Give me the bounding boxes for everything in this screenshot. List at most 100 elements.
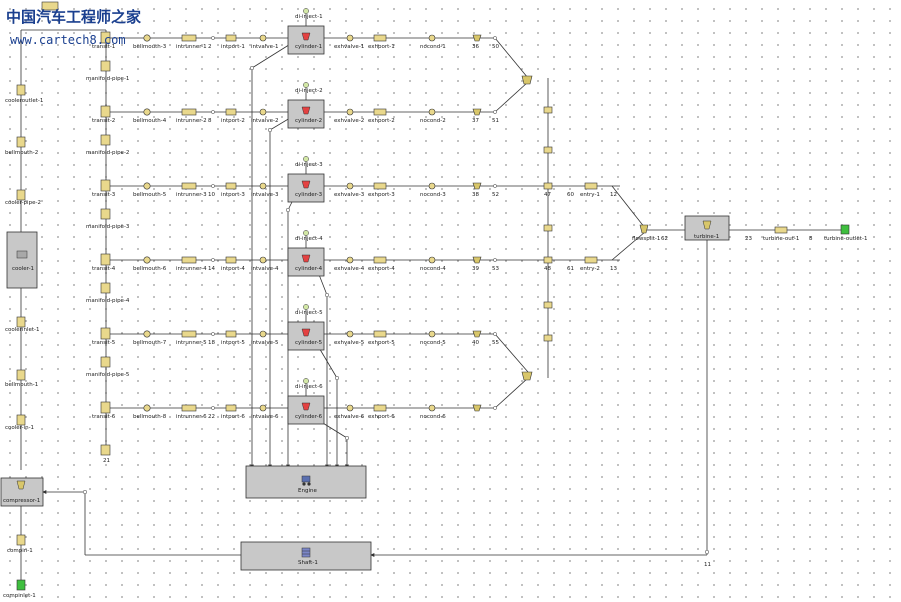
exhaust-pipe-3[interactable] [543, 182, 553, 190]
node-circle-b4[interactable] [493, 258, 497, 262]
exhport-6[interactable] [373, 404, 387, 412]
injector-6[interactable] [303, 378, 309, 384]
link-node-8[interactable] [704, 549, 710, 555]
nocond-1[interactable] [428, 34, 436, 42]
intvalve-3[interactable] [259, 182, 267, 190]
exhvalve-3[interactable] [346, 182, 354, 190]
node-circle-b5[interactable] [493, 332, 497, 336]
exhaust-pipe-1[interactable] [543, 106, 553, 114]
intrunner-5[interactable] [181, 330, 197, 338]
manifold-end[interactable] [100, 444, 111, 456]
nocond-5[interactable] [428, 330, 436, 338]
node-circle-a6[interactable] [211, 406, 215, 410]
exhaust-orifice-5[interactable] [472, 330, 482, 338]
top-bellmouth[interactable] [41, 1, 59, 11]
cylinder-2-block[interactable] [287, 99, 325, 129]
exhaust-pipe-7[interactable] [543, 334, 553, 342]
exhvalve-4[interactable] [346, 256, 354, 264]
intport-4[interactable] [225, 256, 237, 264]
node-circle-b1[interactable] [493, 36, 497, 40]
flowsplit[interactable] [639, 224, 649, 234]
node-circle-a2[interactable] [211, 110, 215, 114]
entry-2[interactable] [584, 256, 598, 264]
intrunner-1[interactable] [181, 34, 197, 42]
exhaust-junction-1[interactable] [521, 75, 533, 85]
injector-2[interactable] [303, 82, 309, 88]
exhaust-orifice-3[interactable] [472, 182, 482, 190]
exhaust-pipe-6[interactable] [543, 301, 553, 309]
injector-1[interactable] [303, 8, 309, 14]
exhaust-pipe-4[interactable] [543, 224, 553, 232]
intvalve-6[interactable] [259, 404, 267, 412]
node-circle-a5[interactable] [211, 332, 215, 336]
intrunner-2[interactable] [181, 108, 197, 116]
link-node-3[interactable] [285, 207, 291, 213]
link-node-2[interactable] [267, 127, 273, 133]
injector-3[interactable] [303, 156, 309, 162]
transit-5[interactable] [100, 327, 111, 340]
intrunner-3[interactable] [181, 182, 197, 190]
exhvalve-2[interactable] [346, 108, 354, 116]
bellmouth-node-4[interactable] [143, 256, 151, 264]
manifold-pipe-3[interactable] [100, 208, 111, 220]
intvalve-1[interactable] [259, 34, 267, 42]
exhvalve-5[interactable] [346, 330, 354, 338]
cooler-line-part-5[interactable] [16, 369, 26, 381]
node-circle-b2[interactable] [493, 110, 497, 114]
injector-5[interactable] [303, 304, 309, 310]
manifold-pipe-5[interactable] [100, 356, 111, 368]
transit-2[interactable] [100, 105, 111, 118]
node-circle-a4[interactable] [211, 258, 215, 262]
link-node-7[interactable] [82, 489, 88, 495]
link-node-6[interactable] [344, 435, 350, 441]
exhport-4[interactable] [373, 256, 387, 264]
intport-3[interactable] [225, 182, 237, 190]
exhaust-orifice-2[interactable] [472, 108, 482, 116]
turbine-outlet[interactable] [840, 224, 850, 235]
node-circle-a3[interactable] [211, 184, 215, 188]
compinlet[interactable] [16, 579, 26, 591]
exhaust-pipe-2[interactable] [543, 146, 553, 154]
exhport-2[interactable] [373, 108, 387, 116]
node-circle-b6[interactable] [493, 406, 497, 410]
intport-1[interactable] [225, 34, 237, 42]
turbine-out[interactable] [774, 226, 788, 234]
exhport-5[interactable] [373, 330, 387, 338]
intvalve-4[interactable] [259, 256, 267, 264]
cooler-line-part-3[interactable] [16, 189, 26, 201]
transit-1[interactable] [100, 31, 111, 44]
nocond-6[interactable] [428, 404, 436, 412]
intrunner-4[interactable] [181, 256, 197, 264]
exhaust-orifice-1[interactable] [472, 34, 482, 42]
transit-3[interactable] [100, 179, 111, 192]
exhaust-junction-2[interactable] [521, 371, 533, 381]
exhport-3[interactable] [373, 182, 387, 190]
exhvalve-6[interactable] [346, 404, 354, 412]
nocond-3[interactable] [428, 182, 436, 190]
cooler-block[interactable] [6, 231, 38, 289]
bellmouth-node-6[interactable] [143, 404, 151, 412]
bellmouth-node-5[interactable] [143, 330, 151, 338]
entry-1[interactable] [584, 182, 598, 190]
exhaust-orifice-6[interactable] [472, 404, 482, 412]
manifold-pipe-1[interactable] [100, 60, 111, 72]
manifold-pipe-4[interactable] [100, 282, 111, 294]
nocond-2[interactable] [428, 108, 436, 116]
bellmouth-node-2[interactable] [143, 108, 151, 116]
exhport-1[interactable] [373, 34, 387, 42]
bellmouth-node-1[interactable] [143, 34, 151, 42]
cooler-line-part-1[interactable] [16, 84, 26, 96]
link-node-1[interactable] [249, 65, 255, 71]
exhaust-pipe-5[interactable] [543, 256, 553, 264]
intvalve-5[interactable] [259, 330, 267, 338]
injector-4[interactable] [303, 230, 309, 236]
node-circle-a1[interactable] [211, 36, 215, 40]
intrunner-6[interactable] [181, 404, 197, 412]
cooler-line-part-4[interactable] [16, 316, 26, 328]
transit-4[interactable] [100, 253, 111, 266]
link-node-4[interactable] [324, 292, 330, 298]
intvalve-2[interactable] [259, 108, 267, 116]
exhvalve-1[interactable] [346, 34, 354, 42]
node-circle-b3[interactable] [493, 184, 497, 188]
transit-6[interactable] [100, 401, 111, 414]
